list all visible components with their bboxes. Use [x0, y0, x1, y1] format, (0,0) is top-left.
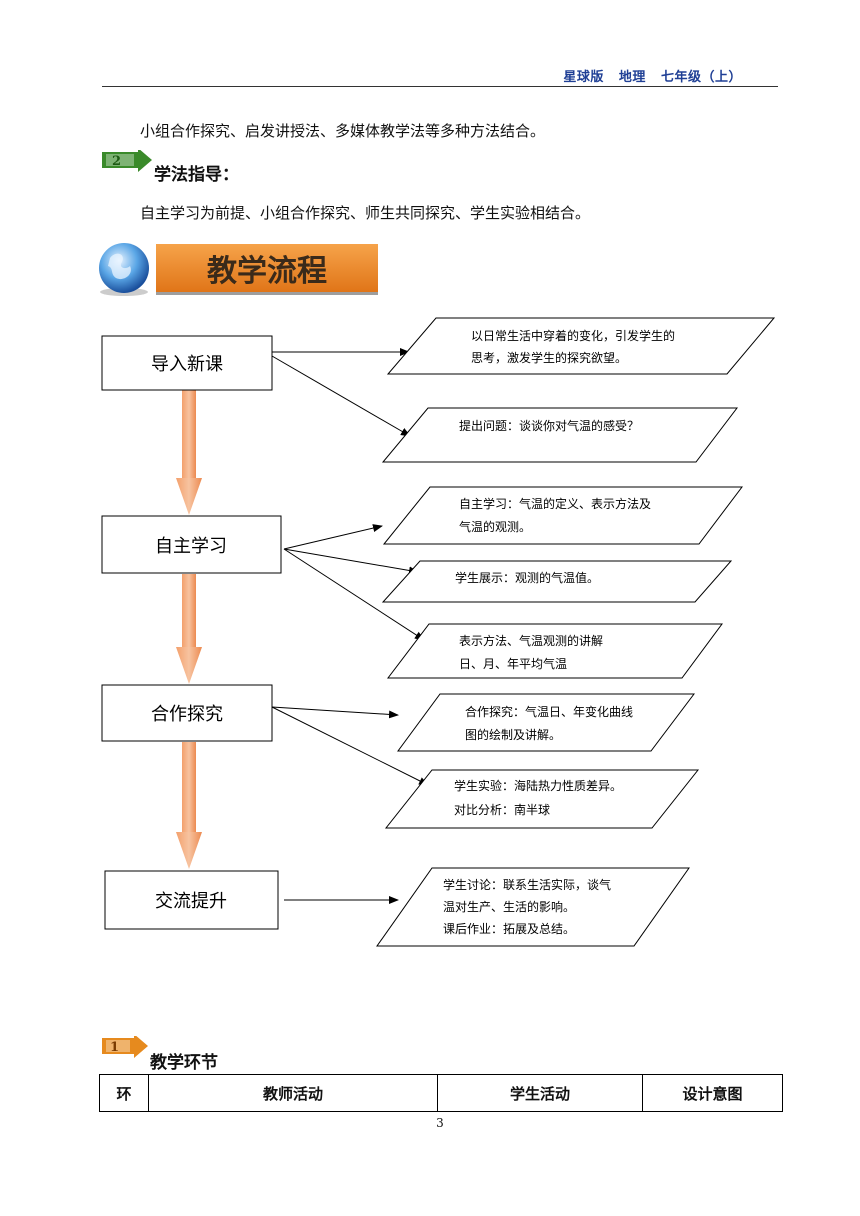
- process-banner-title: 教学流程: [207, 254, 327, 289]
- note-text: 对比分析：南半球: [454, 802, 550, 817]
- note-text: 课后作业：拓展及总结。: [443, 922, 575, 936]
- note-parallelogram: 学生实验：海陆热力性质差异。 对比分析：南半球: [384, 769, 700, 829]
- note-text: 学生讨论：联系生活实际，谈气: [443, 877, 611, 892]
- study-guide-text: 自主学习为前提、小组合作探究、师生共同探究、学生实验相结合。: [140, 204, 591, 222]
- connector-arrow: [283, 548, 419, 575]
- note-parallelogram: 以日常生活中穿着的变化，引发学生的 思考，激发学生的探究欲望。: [386, 317, 776, 375]
- teaching-steps-title: 教学环节: [150, 1053, 218, 1073]
- note-text: 自主学习：气温的定义、表示方法及: [459, 496, 651, 511]
- down-arrow: [176, 574, 202, 684]
- note-text: 表示方法、气温观测的讲解: [459, 633, 603, 648]
- study-guide-badge: 2: [112, 154, 121, 169]
- connector-arrow: [283, 548, 425, 641]
- header-title: 星球版 地理 七年级（上）: [563, 70, 742, 85]
- globe-icon: [99, 243, 149, 293]
- study-guide-title: 学法指导：: [154, 165, 239, 185]
- process-banner: 教学流程: [99, 243, 378, 296]
- down-arrow: [176, 390, 202, 515]
- note-text: 思考，激发学生的探究欲望。: [471, 350, 627, 365]
- arrow-badge-icon: 1: [102, 1036, 148, 1058]
- note-parallelogram: 学生讨论：联系生活实际，谈气 温对生产、生活的影响。 课后作业：拓展及总结。: [376, 867, 690, 947]
- col-header: 设计意图: [642, 1074, 783, 1112]
- note-parallelogram: 自主学习：气温的定义、表示方法及 气温的观测。: [382, 486, 744, 545]
- note-text: 温对生产、生活的影响。: [443, 899, 575, 914]
- col-header: 教师活动: [148, 1074, 438, 1112]
- note-text: 图的绘制及讲解。: [465, 727, 561, 742]
- note-text: 合作探究：气温日、年变化曲线: [465, 704, 633, 719]
- note-text: 气温的观测。: [459, 519, 531, 534]
- note-text: 日、月、年平均气温: [459, 656, 567, 671]
- note-parallelogram: 表示方法、气温观测的讲解 日、月、年平均气温: [386, 623, 723, 679]
- table-header-row: 环 教师活动 学生活动 设计意图: [99, 1074, 783, 1112]
- teaching-steps-badge: 1: [110, 1040, 119, 1055]
- step-label: 交流提升: [155, 891, 227, 912]
- note-parallelogram: 提出问题：谈谈你对气温的感受？: [381, 407, 739, 463]
- step-box: 自主学习: [101, 515, 282, 574]
- arrow-badge-icon: 2: [102, 150, 152, 172]
- step-box: 合作探究: [101, 684, 273, 742]
- step-label: 合作探究: [151, 704, 223, 725]
- note-text: 提出问题：谈谈你对气温的感受？: [459, 418, 639, 433]
- note-parallelogram: 合作探究：气温日、年变化曲线 图的绘制及讲解。: [397, 693, 696, 752]
- step-box: 交流提升: [104, 870, 279, 930]
- step-label: 自主学习: [155, 536, 227, 557]
- note-parallelogram: 学生展示：观测的气温值。: [381, 560, 733, 603]
- page-number: 3: [436, 1116, 444, 1130]
- teaching-steps-table: 环 教师活动 学生活动 设计意图: [99, 1074, 783, 1112]
- down-arrow: [176, 742, 202, 869]
- flowchart: 导入新课 自主学习 合作探究 交流提升 以日常生活中穿着的变化，引发学生的 思考…: [101, 317, 776, 947]
- connector-arrow: [271, 355, 411, 437]
- connector-arrow: [271, 706, 399, 719]
- connector-arrow: [271, 706, 429, 786]
- method-line: 小组合作探究、启发讲授法、多媒体教学法等多种方法结合。: [140, 122, 546, 140]
- note-text: 学生实验：海陆热力性质差异。: [454, 778, 622, 793]
- note-text: 学生展示：观测的气温值。: [455, 570, 599, 585]
- note-text: 以日常生活中穿着的变化，引发学生的: [471, 328, 675, 343]
- connector-arrow: [283, 524, 383, 550]
- header-rule: [102, 86, 778, 87]
- step-label: 导入新课: [151, 354, 223, 375]
- step-box: 导入新课: [101, 335, 273, 391]
- col-header: 学生活动: [437, 1074, 643, 1112]
- col-header: 环: [99, 1074, 149, 1112]
